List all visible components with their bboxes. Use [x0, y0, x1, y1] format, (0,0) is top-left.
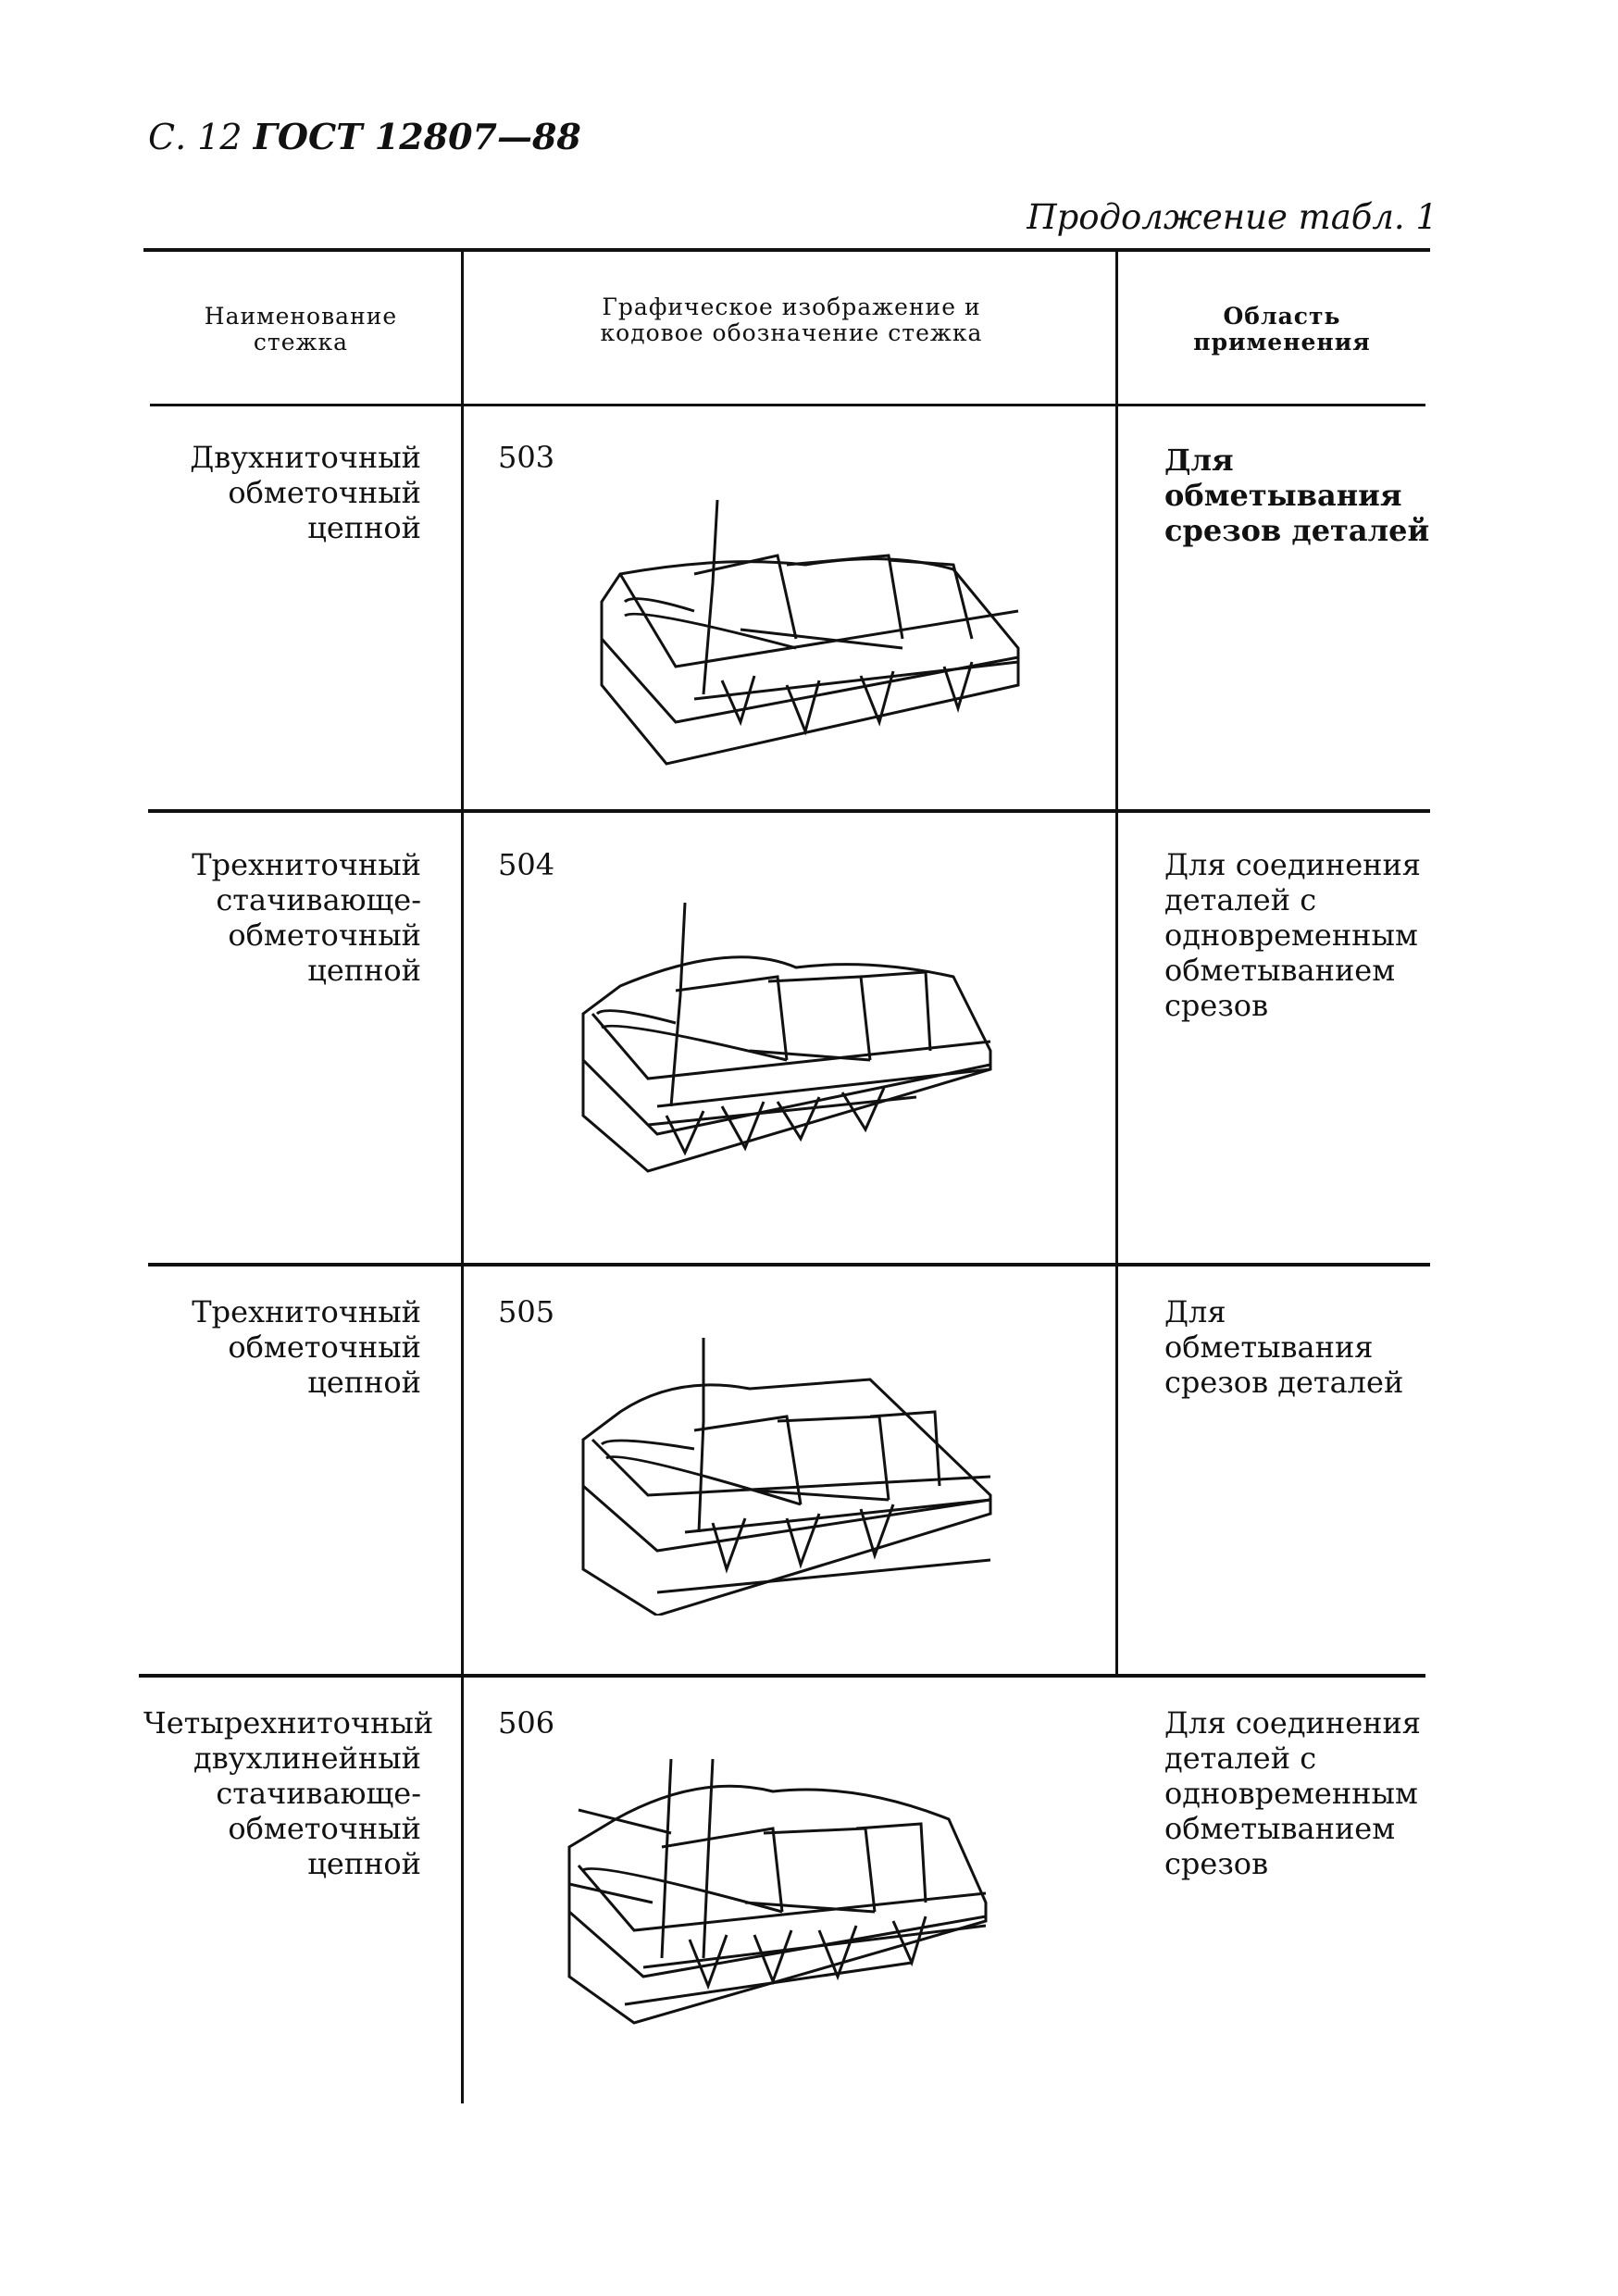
stitch-code: 505	[498, 1294, 555, 1329]
row-divider	[148, 1263, 1430, 1267]
column-header-usage: Область применения	[1193, 303, 1371, 356]
column-header-name: Наименование стежка	[204, 303, 398, 356]
standard-designation: ГОСТ 12807—88	[253, 116, 581, 157]
four-thread-two-line-seaming-overedge-chain-stitch-drawing	[567, 1758, 988, 2025]
three-thread-seaming-overedge-chain-stitch-drawing	[581, 903, 992, 1173]
column-header-figure: Графическое изображение и кодовое обозна…	[600, 293, 983, 346]
page-number: С. 12	[148, 117, 243, 157]
stitch-usage: Для соединения деталей с одновременным о…	[1164, 1705, 1421, 1881]
three-thread-overedge-chain-stitch-drawing	[581, 1338, 992, 1616]
stitch-usage: Для обметывания срезов деталей	[1164, 1294, 1404, 1400]
stitch-usage: Для обметывания срезов деталей	[1164, 443, 1430, 548]
stitch-code: 504	[498, 847, 555, 882]
stitch-name: Двухниточный обметочный цепной	[190, 440, 421, 545]
row-divider	[139, 1674, 1425, 1678]
stitch-code: 506	[498, 1705, 555, 1741]
table-top-rule	[143, 248, 1430, 252]
header-bottom-rule	[150, 404, 1425, 406]
page-header: С. 12 ГОСТ 12807—88	[148, 116, 581, 157]
stitch-name: Четырехниточный двухлинейный стачивающе-…	[143, 1705, 434, 1881]
row-divider	[148, 809, 1430, 813]
two-thread-overedge-chain-stitch-drawing	[600, 500, 1020, 766]
column-divider	[461, 252, 464, 2103]
stitch-name: Трехниточный стачивающе-обметочный цепно…	[192, 847, 421, 988]
stitch-code: 503	[498, 440, 555, 475]
table-continuation-label: Продолжение табл. 1	[1027, 197, 1438, 237]
stitch-usage: Для соединения деталей с одновременным о…	[1164, 847, 1421, 1023]
column-divider	[1115, 252, 1118, 1678]
stitch-name: Трехниточный обметочный цепной	[192, 1294, 421, 1400]
